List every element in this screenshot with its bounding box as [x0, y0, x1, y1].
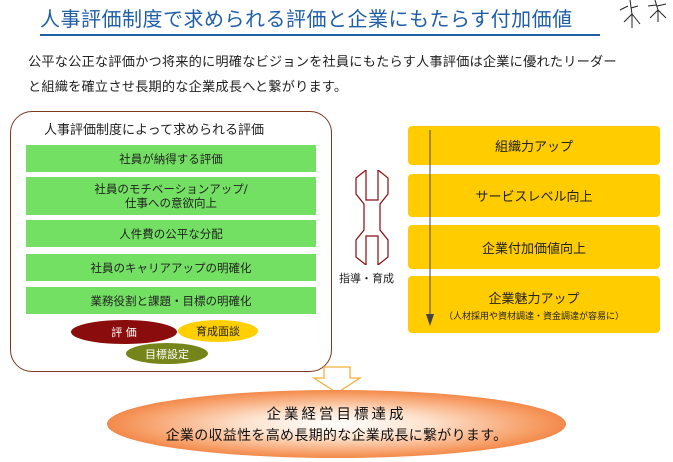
evaluation-item-text: 業務役割と課題・目標の明確化 — [90, 293, 252, 308]
evaluation-oval: 評 価 — [71, 320, 177, 344]
evaluation-item-text: 社員が納得する評価 — [119, 151, 223, 166]
value-main-text: サービスレベル向上 — [475, 190, 593, 205]
value-box: 組織力アップ — [408, 126, 660, 165]
progression-arrow-icon — [426, 130, 434, 326]
value-box: 企業魅力アップ （人材採用や資材調達・資金調達が容易に） — [408, 276, 660, 333]
page-title: 人事評価制度で求められる評価と企業にもたらす付加価値 — [40, 3, 600, 36]
double-arrow-icon — [355, 170, 389, 265]
value-main-text: 企業魅力アップ — [488, 291, 580, 307]
tree-branch-decoration — [619, 0, 667, 28]
evaluation-item-text: 社員のキャリアアップの明確化 — [90, 260, 252, 275]
evaluation-item: 社員が納得する評価 — [26, 145, 316, 172]
evaluation-item-text: 人件費の公平な分配 — [119, 226, 223, 241]
evaluation-title: 人事評価制度によって求められる評価 — [44, 123, 264, 138]
goal-ellipse: 企業経営目標達成 企業の収益性を高め長期的な企業成長に繋がります。 — [107, 390, 566, 458]
evaluation-item: 人件費の公平な分配 — [26, 220, 316, 247]
value-main-text: 組織力アップ — [494, 140, 573, 155]
evaluation-item: 社員のキャリアアップの明確化 — [26, 254, 316, 281]
goal-text: 企業の収益性を高め長期的な企業成長に繋がります。 — [165, 428, 508, 444]
value-box: 企業付加価値向上 — [408, 225, 660, 269]
guide-label: 指導・育成 — [339, 272, 394, 285]
evaluation-item-text: 社員のモチベーションアップ/ — [94, 182, 248, 196]
interview-oval: 育成面談 — [178, 320, 258, 342]
intro-text: 公平な公正な評価かつ将来的に明確なビジョンを社員にもたらす人事評価は企業に優れた… — [28, 50, 668, 100]
value-sub-text: （人材採用や資材調達・資金調達が容易に） — [443, 311, 624, 322]
intro-line-2: と組織を確立させ長期的な企業成長へと繋がります。 — [28, 80, 348, 95]
evaluation-item: 業務役割と課題・目標の明確化 — [26, 287, 316, 314]
value-box: サービスレベル向上 — [408, 174, 660, 217]
value-main-text: 企業付加価値向上 — [481, 241, 586, 257]
goal-title: 企業経営目標達成 — [266, 407, 407, 423]
evaluation-item-text: 仕事への意欲向上 — [125, 196, 217, 210]
down-arrow-icon — [312, 366, 362, 394]
intro-line-1: 公平な公正な評価かつ将来的に明確なビジョンを社員にもたらす人事評価は企業に優れた… — [28, 55, 617, 70]
evaluation-item: 社員のモチベーションアップ/ 仕事への意欲向上 — [26, 177, 316, 215]
goal-setting-oval: 目標設定 — [126, 343, 208, 364]
